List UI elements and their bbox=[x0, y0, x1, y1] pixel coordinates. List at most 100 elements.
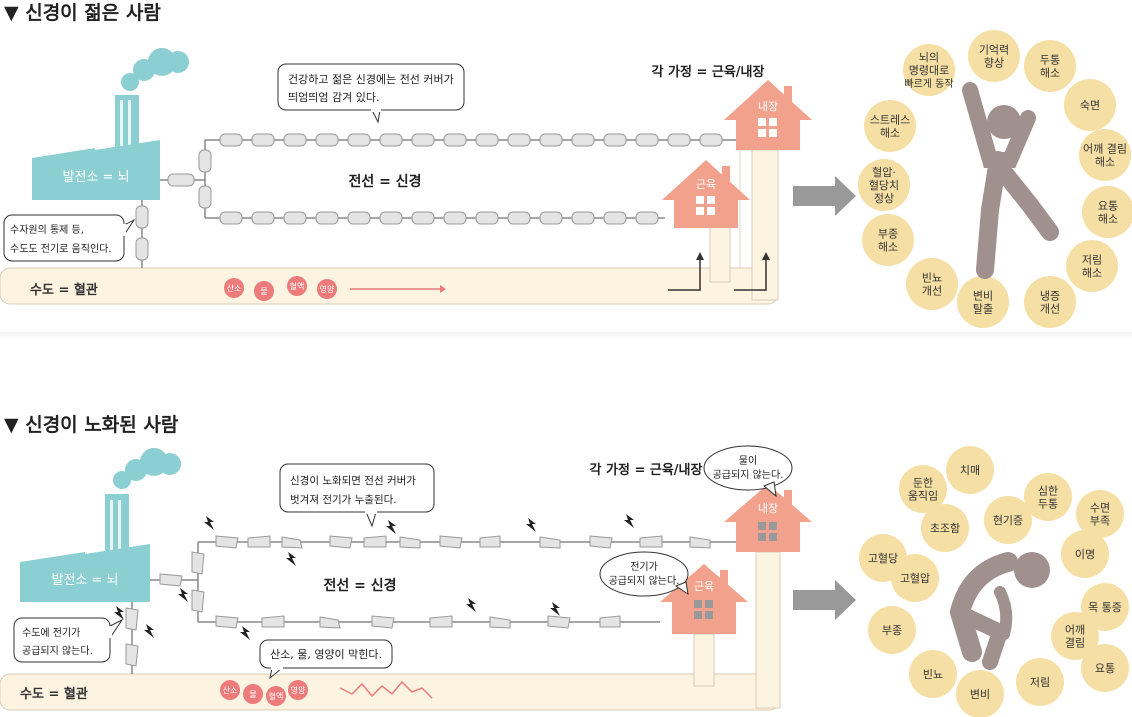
bubble-text: 움직임 bbox=[908, 490, 938, 503]
bubble-text: 뇌의 bbox=[919, 51, 939, 64]
bubble-text: 결림 bbox=[1065, 637, 1085, 650]
bubble-top-line2: 띄엄띄엄 감겨 있다. bbox=[288, 91, 379, 104]
bubble-text: 부종 bbox=[878, 228, 898, 241]
bubble-text: 두통 bbox=[1038, 498, 1058, 511]
bubble-top-line1: 건강하고 젊은 신경에는 전선 커버가 bbox=[288, 72, 454, 86]
bubble-circle bbox=[968, 30, 1020, 82]
bubble-text: 혈압· bbox=[872, 165, 896, 179]
bubble-house-top: 물이 공급되지 않는다. bbox=[703, 445, 793, 498]
wire-label: 전선 = 신경 bbox=[324, 577, 397, 594]
bubble-text: 혈당치 bbox=[869, 178, 899, 192]
bubble-left: 수도에 전기가 공급되지 않는다. bbox=[13, 617, 124, 663]
bubble-left-line1: 수도에 전기가 bbox=[22, 627, 80, 639]
bubble-house-bottom-line1: 전기가 bbox=[630, 561, 658, 573]
old-panel-heading: ▼ 신경이 노화된 사람 bbox=[4, 414, 179, 436]
dot-oxygen: 산소 bbox=[223, 685, 238, 695]
bubble-circle bbox=[909, 650, 957, 698]
dot-nutrition: 영양 bbox=[291, 685, 306, 695]
bubble-pipe: 산소, 물, 영양이 막힌다. bbox=[259, 639, 393, 680]
young-nerve-panel: ▼ 신경이 젊은 사람 수도 = 혈관 산소 물 혈액 영양 bbox=[0, 0, 1132, 340]
bubble-text: 고혈압 bbox=[900, 571, 930, 585]
bubble-circle bbox=[903, 44, 955, 96]
unhealthy-figure-icon bbox=[949, 552, 1050, 670]
bubble-circle bbox=[1081, 583, 1129, 631]
spark-icons bbox=[114, 514, 634, 640]
aged-diagram: 수도 = 혈관 산소 물 혈액 영양 발전소 = 뇌 bbox=[0, 445, 1129, 717]
bubble-circle bbox=[1079, 129, 1131, 181]
bubble-circle bbox=[946, 446, 994, 494]
bubble-text: 어깨 결림 bbox=[1083, 143, 1127, 156]
bubble-text: 요통 bbox=[1095, 662, 1115, 675]
bubble-top: 건강하고 젊은 신경에는 전선 커버가 띄엄띄엄 감겨 있다. bbox=[277, 63, 465, 124]
bubble-circle bbox=[984, 496, 1032, 544]
bubble-text: 변비 bbox=[973, 290, 993, 303]
house-organ: 내장 bbox=[724, 484, 812, 552]
bubble-text: 개선 bbox=[922, 285, 942, 298]
bubble-left-line1: 수자원의 통제 등, bbox=[10, 224, 84, 236]
dot-water: 물 bbox=[249, 690, 256, 699]
bubble-text: 어깨 bbox=[1065, 624, 1085, 637]
bubble-text: 요통 bbox=[1098, 200, 1118, 213]
aged-nerve-panel: ▼ 신경이 노화된 사람 수도 = 혈관 산소 물 혈액 영양 발전소 = bbox=[0, 412, 1132, 717]
bubble-house-bottom: 전기가 공급되지 않는다. bbox=[599, 551, 689, 597]
wire-insulation bbox=[135, 133, 723, 261]
result-arrow bbox=[793, 176, 856, 216]
dot-water: 물 bbox=[260, 287, 267, 296]
bubble-text: 냉증 bbox=[1040, 290, 1060, 303]
bubble-pipe-line1: 산소, 물, 영양이 막힌다. bbox=[270, 648, 382, 661]
bubble-circle bbox=[1076, 490, 1124, 538]
bubble-text: 저림 bbox=[1082, 254, 1102, 267]
house-organ-label: 내장 bbox=[758, 100, 778, 113]
young-panel-heading: ▼ 신경이 젊은 사람 bbox=[4, 2, 161, 24]
bubble-circle bbox=[921, 504, 969, 552]
bubble-circle bbox=[957, 276, 1009, 328]
dot-oxygen: 산소 bbox=[227, 283, 242, 293]
bubble-circle bbox=[1066, 240, 1118, 292]
bubble-text: 두통 bbox=[1040, 54, 1060, 67]
house-muscle-label: 근육 bbox=[694, 580, 714, 593]
bubble-text: 저림 bbox=[1030, 676, 1050, 689]
bubble-circle bbox=[1024, 40, 1076, 92]
bubble-circle bbox=[899, 465, 947, 513]
bubble-text: 치매 bbox=[960, 464, 980, 477]
house-muscle-label: 근육 bbox=[696, 178, 716, 191]
bubble-circle bbox=[858, 159, 910, 211]
pipe-label: 수도 = 혈관 bbox=[30, 282, 98, 298]
bubble-text: 둔한 bbox=[913, 477, 933, 490]
bubble-text: 현기증 bbox=[993, 514, 1023, 527]
bubble-text: 변비 bbox=[970, 688, 990, 701]
bubble-text: 기억력 bbox=[979, 44, 1009, 57]
bubble-text: 명령대로 bbox=[909, 64, 949, 77]
bubble-text: 탈출 bbox=[973, 303, 993, 316]
bubble-circle bbox=[1051, 612, 1099, 660]
water-pipe-body bbox=[0, 267, 779, 305]
bubble-text: 해소 bbox=[1095, 155, 1115, 169]
dot-nutrition: 영양 bbox=[320, 284, 335, 294]
blocked-flow-line bbox=[339, 680, 433, 699]
bubble-text: 고혈당 bbox=[868, 551, 898, 565]
home-label: 각 가정 = 근육/내장 bbox=[652, 64, 765, 80]
bubble-text: 해소 bbox=[878, 240, 898, 254]
bubble-text: 숙면 bbox=[1080, 99, 1100, 112]
bubble-text: 수면 bbox=[1090, 502, 1110, 515]
bubble-text: 개선 bbox=[1040, 303, 1060, 316]
bubble-text: 향상 bbox=[984, 57, 1004, 70]
dot-blood: 혈액 bbox=[290, 281, 305, 291]
bubble-house-top-line2: 공급되지 않는다. bbox=[713, 469, 784, 481]
bubble-text: 해소 bbox=[1098, 212, 1118, 226]
bubble-circle bbox=[1061, 530, 1109, 578]
house-muscle: 근육 bbox=[662, 160, 750, 228]
bubble-circle bbox=[868, 606, 916, 654]
house-organ: 내장 bbox=[724, 80, 812, 150]
bubble-circle bbox=[906, 258, 958, 310]
bubble-text: 스트레스 bbox=[870, 114, 910, 127]
power-plant: 발전소 = 뇌 bbox=[20, 448, 181, 602]
bubble-left-line2: 수도도 전기로 움직인다. bbox=[10, 243, 112, 255]
plant-label: 발전소 = 뇌 bbox=[52, 573, 119, 588]
plant-label: 발전소 = 뇌 bbox=[63, 170, 130, 185]
bubble-circle bbox=[1081, 644, 1129, 692]
bubble-text: 이명 bbox=[1075, 548, 1095, 561]
nerve-wires bbox=[141, 139, 740, 268]
